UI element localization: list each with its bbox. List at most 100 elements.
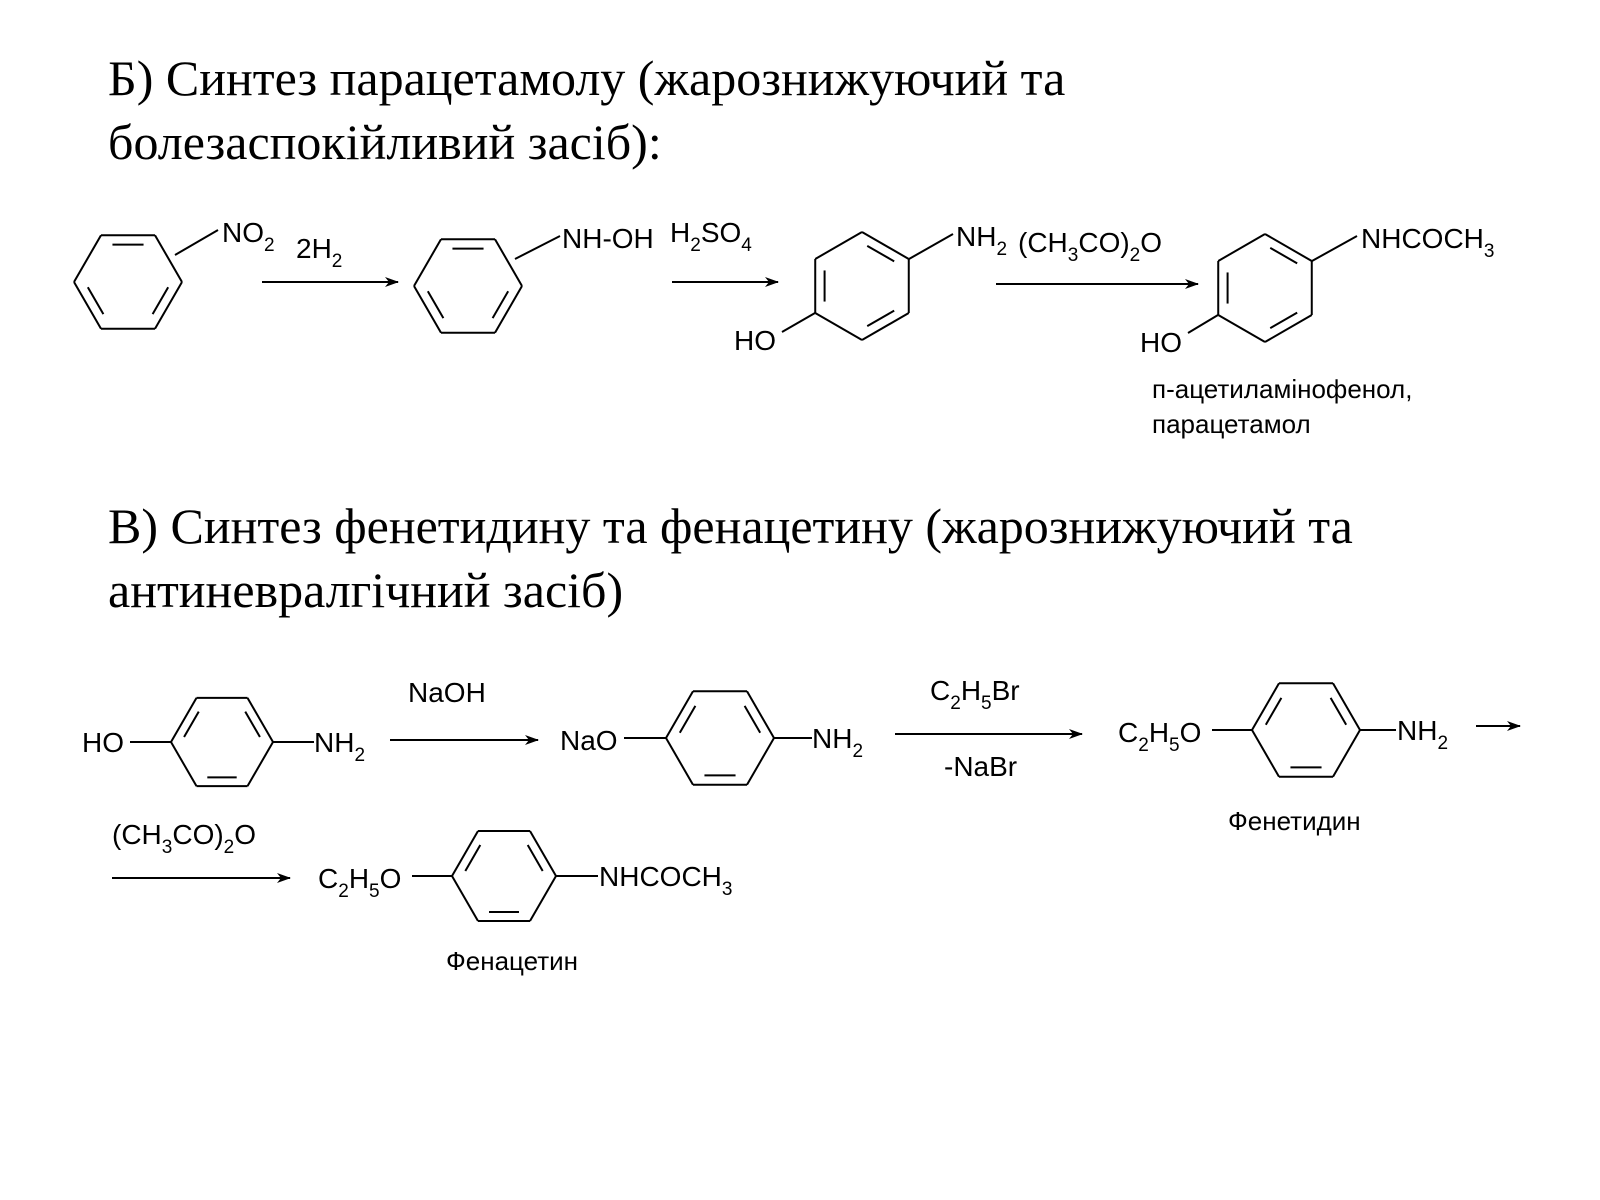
bond: [1187, 314, 1219, 334]
ring-bond: [526, 844, 544, 872]
benzene-ring: [413, 238, 523, 334]
ring-bond: [861, 231, 910, 260]
benzene-ring: [814, 231, 910, 341]
reagent-sodium-bromide: -NaBr: [944, 751, 1017, 782]
ring-bond: [678, 705, 697, 734]
p-aminophenol: NH2 HO: [734, 221, 1007, 356]
ring-bond: [464, 844, 482, 872]
amino-group: NH2: [956, 221, 1007, 260]
hydroxylamine-group: NH-OH: [562, 223, 654, 254]
ring-bond: [73, 234, 102, 283]
ethoxy-group: C2H5O: [1118, 717, 1201, 756]
phenylhydroxylamine: NH-OH: [413, 223, 654, 334]
acetamido-group: NHCOCH3: [599, 861, 732, 900]
ring-bond: [866, 309, 895, 328]
ring-bond: [746, 690, 775, 739]
phenacetin: C2H5O NHCOCH3: [318, 829, 732, 923]
scheme-c: HO NH2 NaOH NaO NH2 C2H5Br -NaBr C2H5O N…: [82, 675, 1521, 976]
ring-bond: [154, 234, 183, 283]
ring-bond: [494, 285, 523, 334]
ring-bond: [665, 737, 694, 786]
bond: [908, 233, 954, 260]
paracetamol: NHCOCH3 HO: [1140, 223, 1494, 358]
product-name-line1: п-ацетиламінофенол,: [1152, 374, 1412, 404]
ring-bond: [814, 231, 863, 260]
ring-bond: [1264, 697, 1283, 726]
scheme-b: NO2 2H2 NH-OH H2SO4 NH2 HO (CH3CO)2O NHC…: [73, 217, 1494, 439]
ring-bond: [413, 238, 442, 287]
ring-bond: [244, 711, 261, 738]
hydroxy-group: HO: [1140, 327, 1182, 358]
ring-bond: [665, 690, 694, 739]
reagent-acetic-anhydride: (CH3CO)2O: [1018, 227, 1162, 266]
ring-bond: [170, 741, 198, 787]
ethoxy-group: C2H5O: [318, 863, 401, 902]
benzene-ring: [1251, 682, 1361, 778]
ring-bond: [1264, 314, 1313, 343]
ring-bond: [1269, 311, 1298, 330]
nitrobenzene: NO2: [73, 217, 275, 330]
section-b-title: Б) Синтез парацетамолу (жарознижуючий та…: [108, 46, 1065, 174]
benzene-ring: [1217, 233, 1313, 343]
section-b-title-line2: болезаспокійливий засіб):: [108, 114, 662, 170]
bond: [514, 235, 561, 260]
phenacetin-name: Фенацетин: [446, 946, 578, 976]
ring-bond: [494, 238, 523, 287]
amino-group: NH2: [1397, 715, 1448, 754]
section-c-title-line2: антиневралгічний засіб): [108, 562, 624, 618]
section-c-title: В) Синтез фенетидину та фенацетину (жаро…: [108, 494, 1353, 622]
reagent-ethyl-bromide: C2H5Br: [930, 675, 1020, 714]
amino-group: NH2: [314, 727, 365, 766]
ring-bond: [413, 285, 442, 334]
reagent-sodium-hydroxide: NaOH: [408, 677, 486, 708]
benzene-ring: [73, 234, 183, 330]
ring-bond: [73, 281, 102, 330]
nitro-group: NO2: [222, 217, 275, 256]
sodium-aminophenolate: NaO NH2: [560, 690, 863, 786]
reagent-hydrogen: 2H2: [296, 233, 342, 272]
acetamido-group: NHCOCH3: [1361, 223, 1494, 262]
ring-bond: [451, 875, 479, 922]
reagent-acetic-anhydride: (CH3CO)2O: [112, 819, 256, 858]
ring-bond: [1217, 314, 1266, 343]
ring-bond: [246, 741, 274, 787]
ring-bond: [529, 875, 557, 922]
ring-bond: [426, 290, 445, 319]
section-c-title-line1: В) Синтез фенетидину та фенацетину (жаро…: [108, 498, 1353, 554]
ring-bond: [154, 281, 183, 330]
ring-bond: [743, 705, 762, 734]
hydroxy-group: HO: [82, 727, 124, 758]
ring-bond: [1329, 697, 1348, 726]
ring-bond: [529, 830, 557, 877]
phenetidine-name: Фенетидин: [1228, 806, 1361, 836]
benzene-ring: [451, 829, 557, 923]
ring-bond: [1264, 233, 1313, 262]
ring-bond: [746, 737, 775, 786]
section-b-title-line1: Б) Синтез парацетамолу (жарознижуючий та: [108, 50, 1066, 106]
ring-bond: [1332, 682, 1361, 731]
sodium-oxide-group: NaO: [560, 725, 618, 756]
ring-bond: [1217, 233, 1266, 262]
benzene-ring: [665, 690, 775, 786]
ring-bond: [246, 697, 274, 743]
ring-bond: [1251, 682, 1280, 731]
p-aminophenol: HO NH2: [82, 696, 365, 788]
ring-bond: [491, 290, 510, 319]
bond: [781, 312, 816, 333]
hydroxy-group: HO: [734, 325, 776, 356]
amino-group: NH2: [812, 723, 863, 762]
bond: [174, 229, 219, 256]
ring-bond: [86, 286, 105, 315]
ring-bond: [170, 697, 198, 743]
ring-bond: [1251, 729, 1280, 778]
product-name-line2: парацетамол: [1152, 409, 1311, 439]
ring-bond: [1332, 729, 1361, 778]
ring-bond: [151, 286, 170, 315]
ring-bond: [1269, 246, 1298, 265]
ring-bond: [866, 244, 895, 263]
phenetidine: C2H5O NH2: [1118, 682, 1448, 778]
ring-bond: [814, 312, 863, 341]
benzene-ring: [170, 696, 274, 788]
ring-bond: [451, 830, 479, 877]
